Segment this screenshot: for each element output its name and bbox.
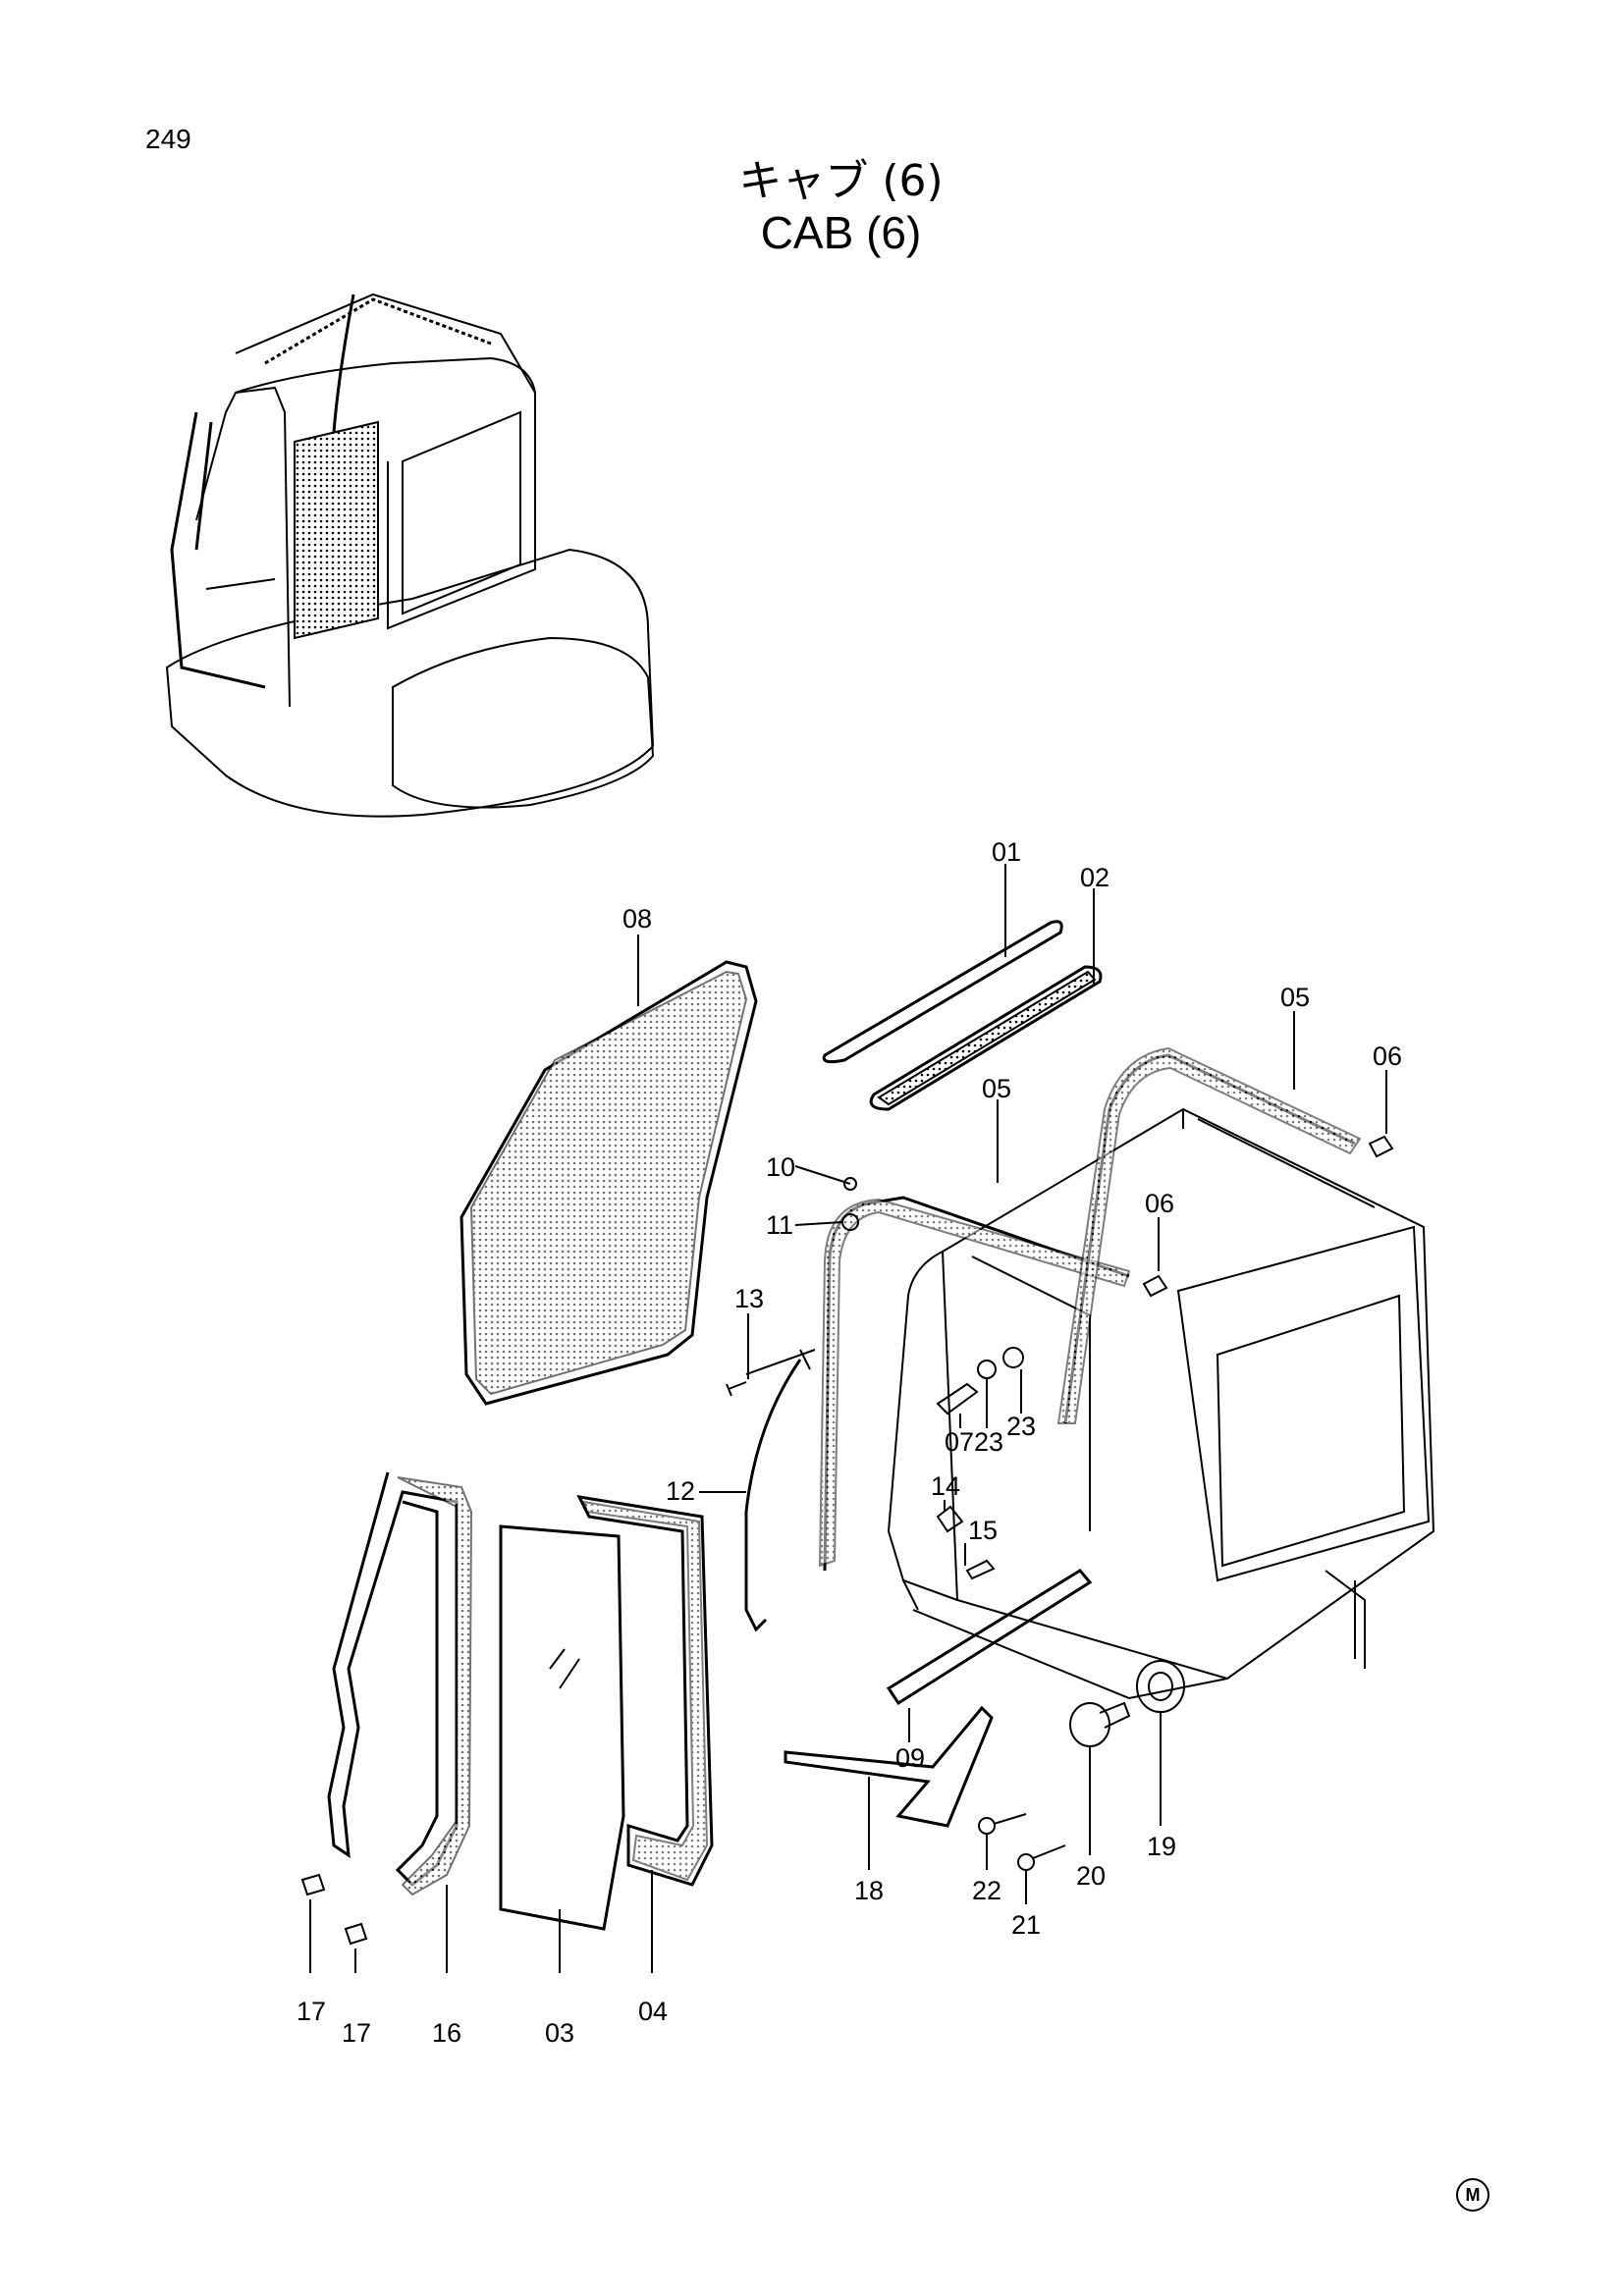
label-15: 15 [968, 1516, 998, 1545]
label-07: 07 [945, 1427, 974, 1457]
part-16-seal [327, 1471, 473, 1896]
label-23b: 23 [1006, 1412, 1036, 1441]
label-12: 12 [666, 1476, 695, 1506]
part-12-handle-rod [744, 1349, 816, 1632]
label-09: 09 [895, 1743, 925, 1773]
part-04-frame [576, 1495, 714, 1887]
part-08-door-seal [460, 960, 758, 1406]
label-17b: 17 [342, 2018, 371, 2048]
leader-lines [309, 864, 1387, 1973]
small-fasteners [726, 1177, 1024, 1580]
label-16: 16 [432, 2018, 461, 2048]
label-04: 04 [638, 1997, 668, 2026]
label-01: 01 [992, 837, 1021, 867]
part-01-02-strips [822, 920, 1103, 1111]
label-21: 21 [1011, 1910, 1041, 1940]
label-10: 10 [766, 1152, 795, 1182]
label-06a: 06 [1373, 1041, 1402, 1071]
part-19-22-hardware [978, 1660, 1185, 1871]
label-05a: 05 [1280, 983, 1310, 1012]
part-09-rail [886, 1569, 1093, 1706]
label-11: 11 [766, 1210, 793, 1240]
circled-m-mark: M [1456, 2178, 1489, 2212]
label-18: 18 [854, 1876, 884, 1905]
cab-body [887, 1107, 1435, 1700]
label-03: 03 [545, 2018, 574, 2048]
label-06b: 06 [1145, 1189, 1174, 1218]
label-13: 13 [734, 1284, 764, 1313]
label-23a: 23 [974, 1427, 1003, 1457]
title-japanese: キャブ (6) [738, 156, 944, 206]
title-english: CAB (6) [760, 207, 922, 258]
label-08: 08 [622, 904, 652, 934]
part-03-glass [499, 1524, 625, 1931]
part-06-caps [1142, 1135, 1394, 1298]
label-22: 22 [972, 1876, 1001, 1905]
overview-cab-illustration [165, 293, 655, 818]
label-20: 20 [1076, 1861, 1106, 1891]
label-05b: 05 [982, 1074, 1011, 1103]
label-19: 19 [1147, 1832, 1176, 1861]
part-18-bracket [784, 1705, 994, 1828]
label-14: 14 [931, 1471, 960, 1501]
label-17a: 17 [297, 1997, 326, 2026]
part-17-clips [300, 1873, 368, 1946]
label-02: 02 [1080, 863, 1109, 892]
page-number: 249 [145, 124, 191, 154]
callout-labels: 01 02 03 04 05 05 06 06 07 08 09 10 11 1… [297, 837, 1402, 2048]
